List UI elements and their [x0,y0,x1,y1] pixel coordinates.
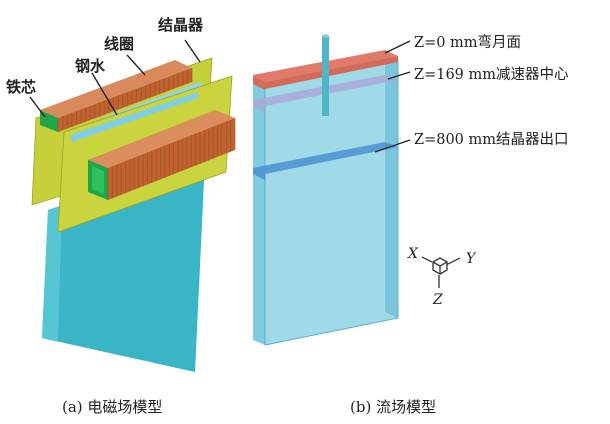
nozzle [322,36,329,116]
axis-triad [421,256,461,288]
label-meniscus: Z=0 mm弯月面 [414,35,522,51]
caption-a: (a) 电磁场模型 [62,398,163,416]
leader-lines-b [374,40,411,153]
label-mold-exit: Z=800 mm结晶器出口 [414,132,569,148]
axis-label-x: X [408,246,418,262]
coil-windings [57,68,236,200]
label-iron-core: 铁芯 [6,78,37,96]
leader-lines-a [29,39,201,118]
label-brake-center: Z=169 mm减速器中心 [414,67,569,83]
axis-label-y: Y [466,251,476,267]
label-molten-steel: 钢水 [75,57,106,75]
label-coil: 线圈 [104,35,135,53]
label-mold: 结晶器 [158,16,204,34]
axis-label-z: Z [433,292,443,308]
coil-front [88,110,235,200]
mold-exit-plane [253,142,398,180]
caption-b: (b) 流场模型 [350,398,437,416]
flow-domain [253,34,399,346]
